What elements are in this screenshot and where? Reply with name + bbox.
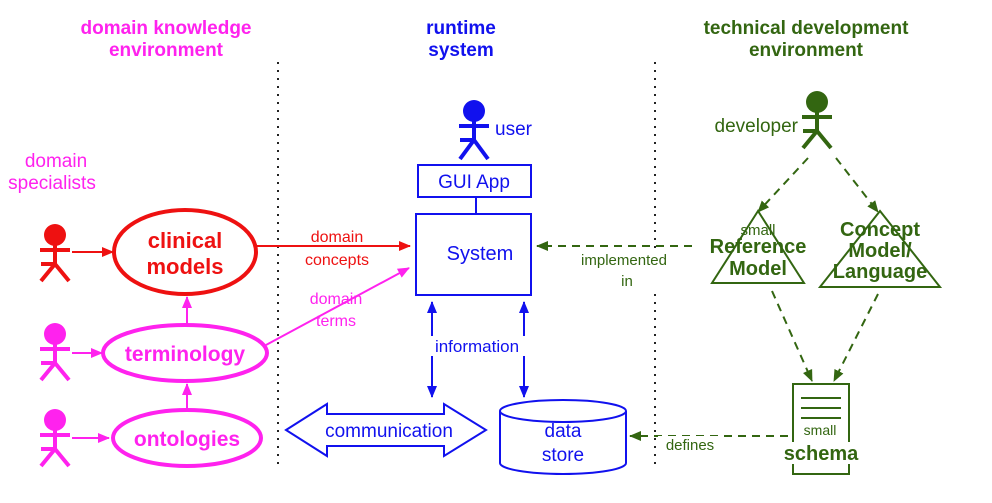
technical-column-subtitle: environment — [749, 40, 864, 61]
reference-to-schema-arrow — [771, 290, 813, 382]
developer-to-concept-arrow — [835, 157, 879, 213]
communication-label: communication — [325, 421, 453, 442]
reference-model-small-label: small — [740, 222, 775, 239]
domain-specialist-red-icon — [39, 224, 71, 283]
runtime-column-subtitle: system — [428, 40, 494, 61]
gui-app-label: GUI App — [438, 172, 510, 193]
domain-column-subtitle: environment — [109, 40, 224, 61]
implemented-in-label-line2: in — [621, 273, 633, 290]
concept-model-label: Concept — [840, 219, 920, 241]
domain-terms-label: domain — [310, 291, 362, 308]
domain-column-title: domain knowledge — [80, 18, 251, 39]
domain-concepts-label: domain — [311, 229, 363, 246]
reference-model-node — [710, 209, 806, 284]
implemented-in-label: implemented — [581, 252, 667, 269]
domain-terms-arrow — [265, 267, 410, 346]
data-store-node — [499, 399, 627, 475]
developer-icon — [801, 91, 833, 150]
domain-terms-label-line2: terms — [316, 313, 356, 330]
system-label: System — [447, 243, 514, 265]
defines-label: defines — [666, 437, 714, 454]
data-store-label-line2: store — [542, 445, 584, 466]
schema-small-label: small — [804, 422, 837, 438]
reference-model-label: Reference — [710, 236, 807, 258]
schema-label-bg — [779, 442, 863, 464]
clinical-models-label-line2: models — [146, 254, 223, 279]
concept-to-schema-arrow — [833, 293, 879, 382]
terminology-node — [101, 323, 269, 383]
concept-model-label-line2: Model/ — [848, 240, 912, 262]
domain-specialists-label: domain — [25, 151, 87, 172]
domain-specialist-terminology-icon — [39, 323, 71, 382]
clinical-models-node — [112, 208, 258, 296]
information-label: information — [435, 337, 519, 356]
developer-label: developer — [715, 116, 799, 137]
information-label-bg — [421, 336, 533, 356]
data-store-label: data — [545, 421, 582, 442]
domain-concepts-label-line2: concepts — [305, 252, 369, 269]
clinical-models-label: clinical — [148, 228, 223, 253]
developer-to-reference-arrow — [757, 157, 809, 213]
domain-specialists-label-line2: specialists — [8, 173, 96, 194]
concept-model-node — [817, 209, 943, 288]
schema-label: schema — [784, 443, 859, 465]
user-label: user — [495, 119, 533, 140]
implemented-label-bg — [565, 250, 683, 288]
runtime-column-title: runtime — [426, 18, 496, 39]
terminology-label: terminology — [125, 343, 245, 366]
gui-app-box — [417, 164, 532, 198]
communication-arrow — [284, 402, 488, 458]
technical-column-title: technical development — [704, 18, 910, 39]
concept-model-label-line3: Language — [833, 261, 927, 283]
reference-model-label-line2: Model — [729, 258, 787, 280]
system-box — [415, 213, 532, 296]
ontologies-label: ontologies — [134, 428, 240, 451]
defines-label-bg — [658, 436, 722, 456]
user-icon — [458, 100, 490, 161]
domain-specialist-ontologies-icon — [39, 409, 71, 468]
